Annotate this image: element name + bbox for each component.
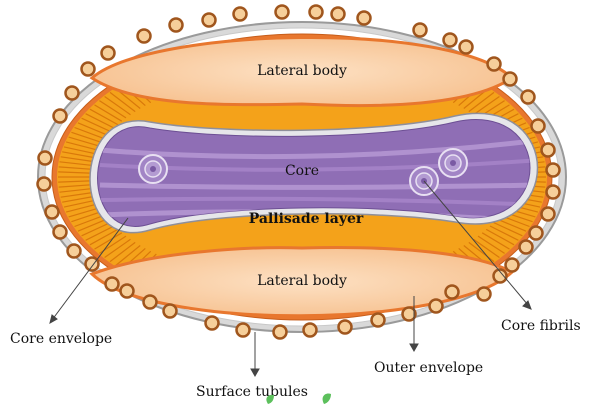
core-envelope-label: Core envelope — [10, 331, 112, 347]
surface-tubules-arrowhead — [251, 369, 259, 376]
surface-tubule — [304, 324, 317, 337]
palisade-layer-label: Pallisade layer — [249, 211, 364, 227]
surface-tubule — [310, 6, 323, 19]
surface-tubule — [164, 305, 177, 318]
surface-tubule — [121, 285, 134, 298]
lateral-body-top-label: Lateral body — [257, 63, 347, 79]
surface-tubule — [54, 226, 67, 239]
surface-tubule — [530, 227, 543, 240]
surface-tubule — [206, 317, 219, 330]
surface-tubule — [488, 58, 501, 71]
core-fibrils-arrowhead — [523, 301, 531, 309]
surface-tubule — [446, 286, 459, 299]
surface-tubule — [46, 206, 59, 219]
surface-tubule — [339, 321, 352, 334]
surface-tubule — [39, 152, 52, 165]
surface-tubule — [372, 314, 385, 327]
surface-tubule — [358, 12, 371, 25]
core-envelope-arrowhead — [50, 315, 57, 323]
surface-tubule — [138, 30, 151, 43]
core-fibril-1 — [139, 155, 167, 183]
surface-tubule — [276, 6, 289, 19]
core-fibril-2 — [439, 149, 467, 177]
surface-tubule — [68, 245, 81, 258]
surface-tubule — [414, 24, 427, 37]
surface-tubule — [54, 110, 67, 123]
surface-tubule — [444, 34, 457, 47]
surface-tubule — [274, 326, 287, 339]
core-label: Core — [285, 163, 319, 179]
surface-tubule — [82, 63, 95, 76]
core-fibrils-label: Core fibrils — [501, 318, 581, 334]
surface-tubules-label: Surface tubules — [196, 384, 308, 400]
surface-tubule — [532, 120, 545, 133]
surface-tubule — [506, 259, 519, 272]
surface-tubule — [504, 73, 517, 86]
surface-tubule — [547, 164, 560, 177]
surface-tubule — [170, 19, 183, 32]
surface-tubule — [234, 8, 247, 21]
surface-tubule — [522, 91, 535, 104]
surface-tubule — [38, 178, 51, 191]
surface-tubule — [203, 14, 216, 27]
surface-tubule — [542, 208, 555, 221]
leaf-icon-2 — [323, 394, 331, 404]
surface-tubule — [542, 144, 555, 157]
outer-envelope-label: Outer envelope — [374, 360, 483, 376]
lateral-body-bottom-label: Lateral body — [257, 273, 347, 289]
surface-tubule — [102, 47, 115, 60]
surface-tubule — [332, 8, 345, 21]
surface-tubule — [520, 241, 533, 254]
surface-tubule — [144, 296, 157, 309]
surface-tubule — [478, 288, 491, 301]
outer-envelope-arrowhead — [410, 344, 418, 351]
surface-tubule — [106, 278, 119, 291]
surface-tubule — [66, 87, 79, 100]
surface-tubule — [430, 300, 443, 313]
surface-tubule — [547, 186, 560, 199]
surface-tubule — [237, 324, 250, 337]
surface-tubule — [460, 41, 473, 54]
